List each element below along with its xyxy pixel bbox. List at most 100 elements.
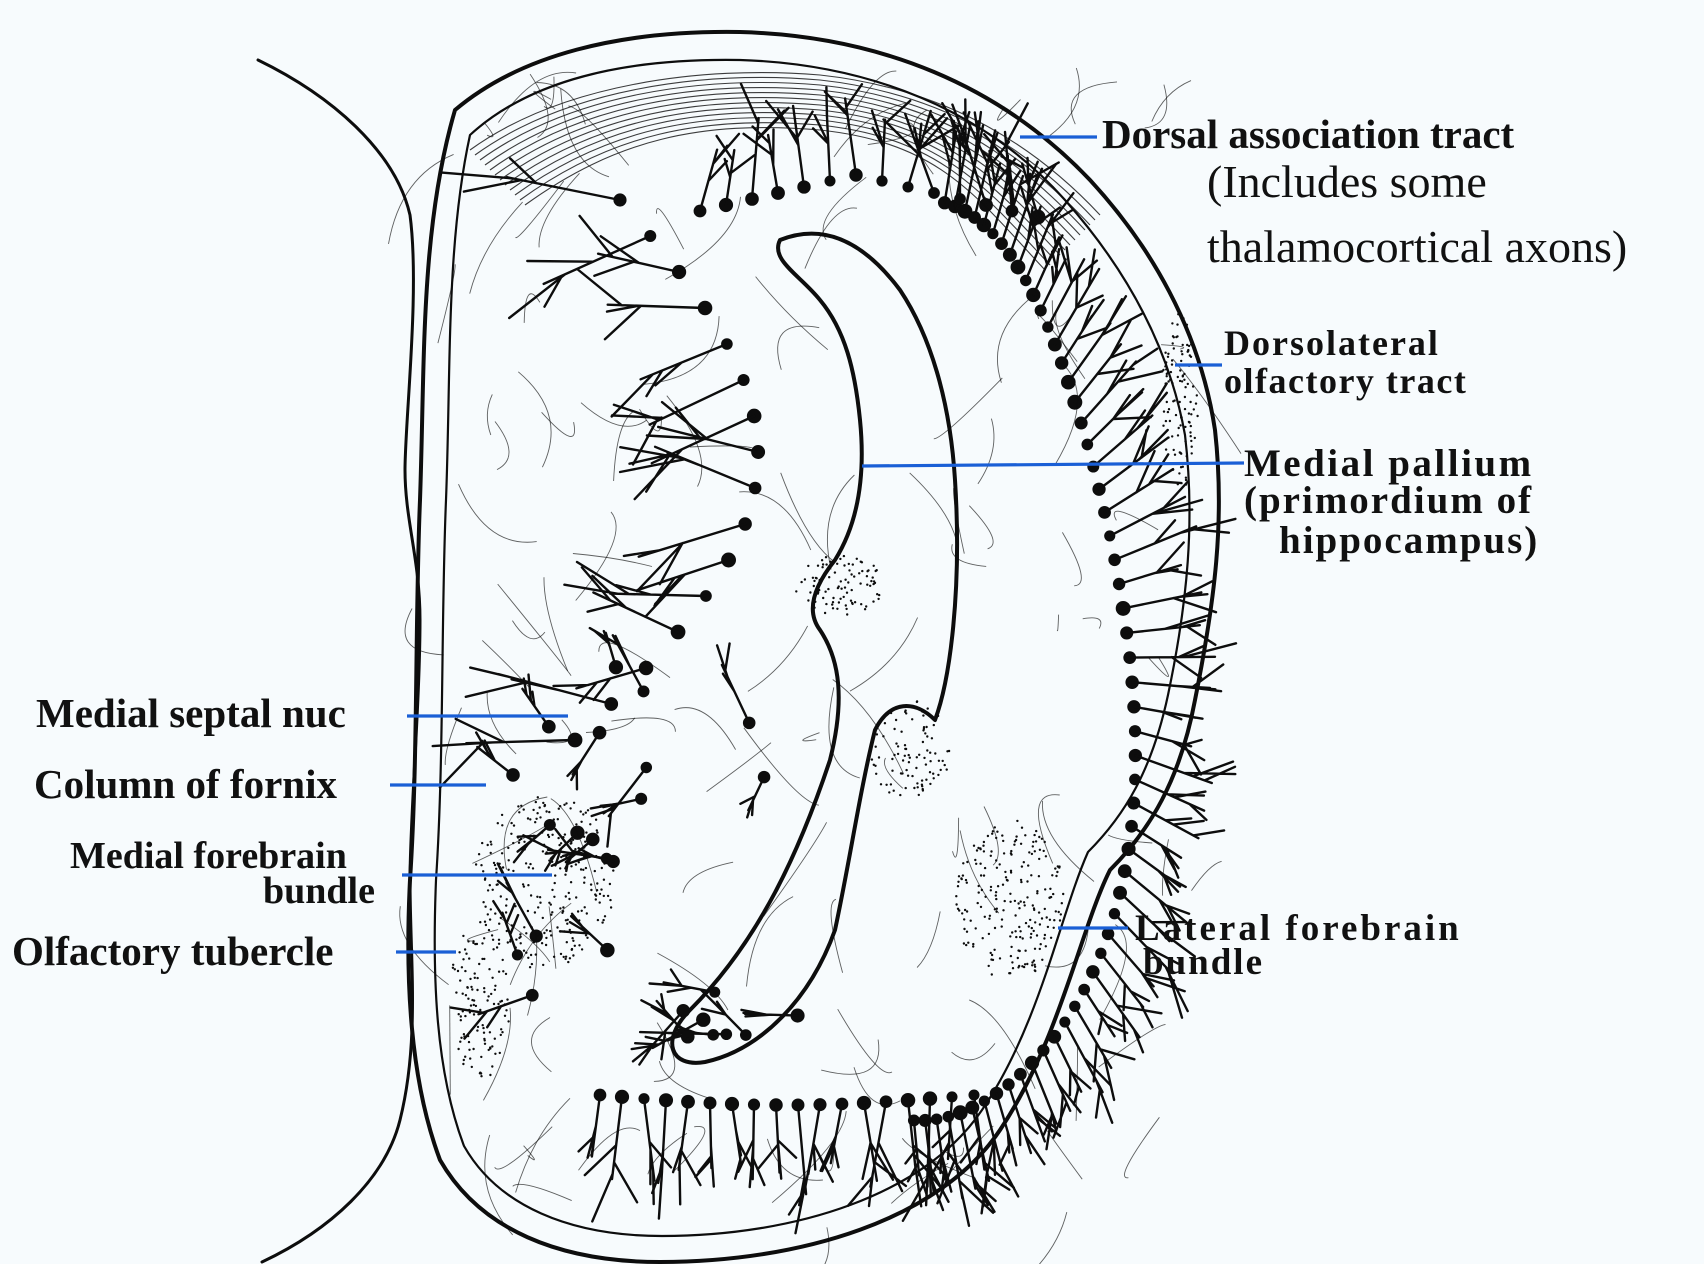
stipple-dot <box>595 819 597 821</box>
fiber-strand <box>675 708 736 750</box>
stipple-dot <box>500 895 502 897</box>
stipple-dot <box>1185 477 1187 479</box>
stipple-dot <box>1018 907 1020 909</box>
neuron <box>717 644 755 730</box>
stipple-dot <box>991 954 993 956</box>
stipple-dot <box>994 927 996 929</box>
stipple-dot <box>562 906 564 908</box>
stipple-dot <box>609 899 611 901</box>
stipple-dot <box>481 842 483 844</box>
stipple-dot <box>966 910 968 912</box>
stipple-dot <box>931 737 933 739</box>
stipple-dot <box>938 760 940 762</box>
stipple-dot <box>958 875 960 877</box>
stipple-dot <box>572 954 574 956</box>
fiber-strand <box>803 733 820 741</box>
stipple-dot <box>488 968 490 970</box>
stipple-dot <box>1187 349 1189 351</box>
stipple-dot <box>559 930 561 932</box>
stipple-dot <box>1180 466 1182 468</box>
stipple-dot <box>982 845 984 847</box>
label-dorsolateral-line1: Dorsolateral <box>1224 323 1440 363</box>
stipple-dot <box>800 581 802 583</box>
fiber-strand <box>483 1008 510 1101</box>
stipple-dot <box>494 1053 496 1055</box>
stipple-dot <box>1171 359 1173 361</box>
stipple-dot <box>1003 852 1005 854</box>
stipple-dot <box>891 758 893 760</box>
stipple-dot <box>1014 930 1016 932</box>
stipple-dot <box>909 757 911 759</box>
stipple-dot <box>987 835 989 837</box>
stipple-dot <box>1179 424 1181 426</box>
stipple-dot <box>904 744 906 746</box>
stipple-dot <box>583 836 585 838</box>
stipple-dot <box>918 754 920 756</box>
stipple-dot <box>946 768 948 770</box>
stipple-dot <box>1045 855 1047 857</box>
stipple-dot <box>493 1003 495 1005</box>
stipple-dot <box>1060 913 1062 915</box>
neuron <box>564 562 711 602</box>
stipple-dot <box>539 806 541 808</box>
stipple-dot <box>878 594 880 596</box>
stipple-dot <box>978 885 980 887</box>
neuron <box>579 1089 607 1158</box>
stipple-dot <box>937 715 939 717</box>
stipple-dot <box>995 891 997 893</box>
label-dorsal-note-line2: thalamocortical axons) <box>1207 221 1627 272</box>
fiber-strand <box>611 718 675 732</box>
stipple-dot <box>484 906 486 908</box>
stipple-dot <box>473 1004 475 1006</box>
stipple-dot <box>486 999 488 1001</box>
stipple-dot <box>1030 933 1032 935</box>
stipple-dot <box>1027 864 1029 866</box>
stipple-dot <box>537 906 539 908</box>
stipple-dot <box>609 883 611 885</box>
stipple-dot <box>911 718 913 720</box>
stipple-dot <box>822 597 824 599</box>
stipple-dot <box>498 923 500 925</box>
stipple-dot <box>882 735 884 737</box>
stipple-dot <box>844 579 846 581</box>
stipple-dot <box>828 576 830 578</box>
stipple-dot <box>873 565 875 567</box>
stipple-dot <box>568 892 570 894</box>
stipple-dot <box>843 596 845 598</box>
stipple-dot <box>1009 893 1011 895</box>
stipple-dot <box>545 944 547 946</box>
stipple-dot <box>1023 966 1025 968</box>
stipple-dot <box>500 1028 502 1030</box>
stipple-dot <box>929 783 931 785</box>
stipple-dot <box>535 953 537 955</box>
stipple-dot <box>505 911 507 913</box>
stipple-dot <box>1024 834 1026 836</box>
stipple-dot <box>904 748 906 750</box>
stipple-dot <box>1026 896 1028 898</box>
stipple-dot <box>585 867 587 869</box>
stipple-dot <box>557 837 559 839</box>
stipple-dot <box>1021 827 1023 829</box>
neuron <box>933 1091 962 1172</box>
stipple-dot <box>1183 379 1185 381</box>
stipple-dot <box>578 861 580 863</box>
stipple-dot <box>564 874 566 876</box>
stipple-dot <box>507 847 509 849</box>
stipple-dot <box>933 777 935 779</box>
stipple-dot <box>1171 363 1173 365</box>
stipple-dot <box>559 867 561 869</box>
stipple-dot <box>551 889 553 891</box>
stipple-dot <box>490 843 492 845</box>
stipple-dot <box>990 886 992 888</box>
stipple-dot <box>1053 927 1055 929</box>
stipple-dot <box>522 883 524 885</box>
stipple-dot <box>484 921 486 923</box>
stipple-dot <box>1035 830 1037 832</box>
stipple-dot <box>1189 401 1191 403</box>
stipple-dot <box>880 783 882 785</box>
stipple-dot <box>468 957 470 959</box>
stipple-dot <box>877 598 879 600</box>
stipple-dot <box>476 943 478 945</box>
stipple-dot <box>904 755 906 757</box>
stipple-dot <box>847 581 849 583</box>
